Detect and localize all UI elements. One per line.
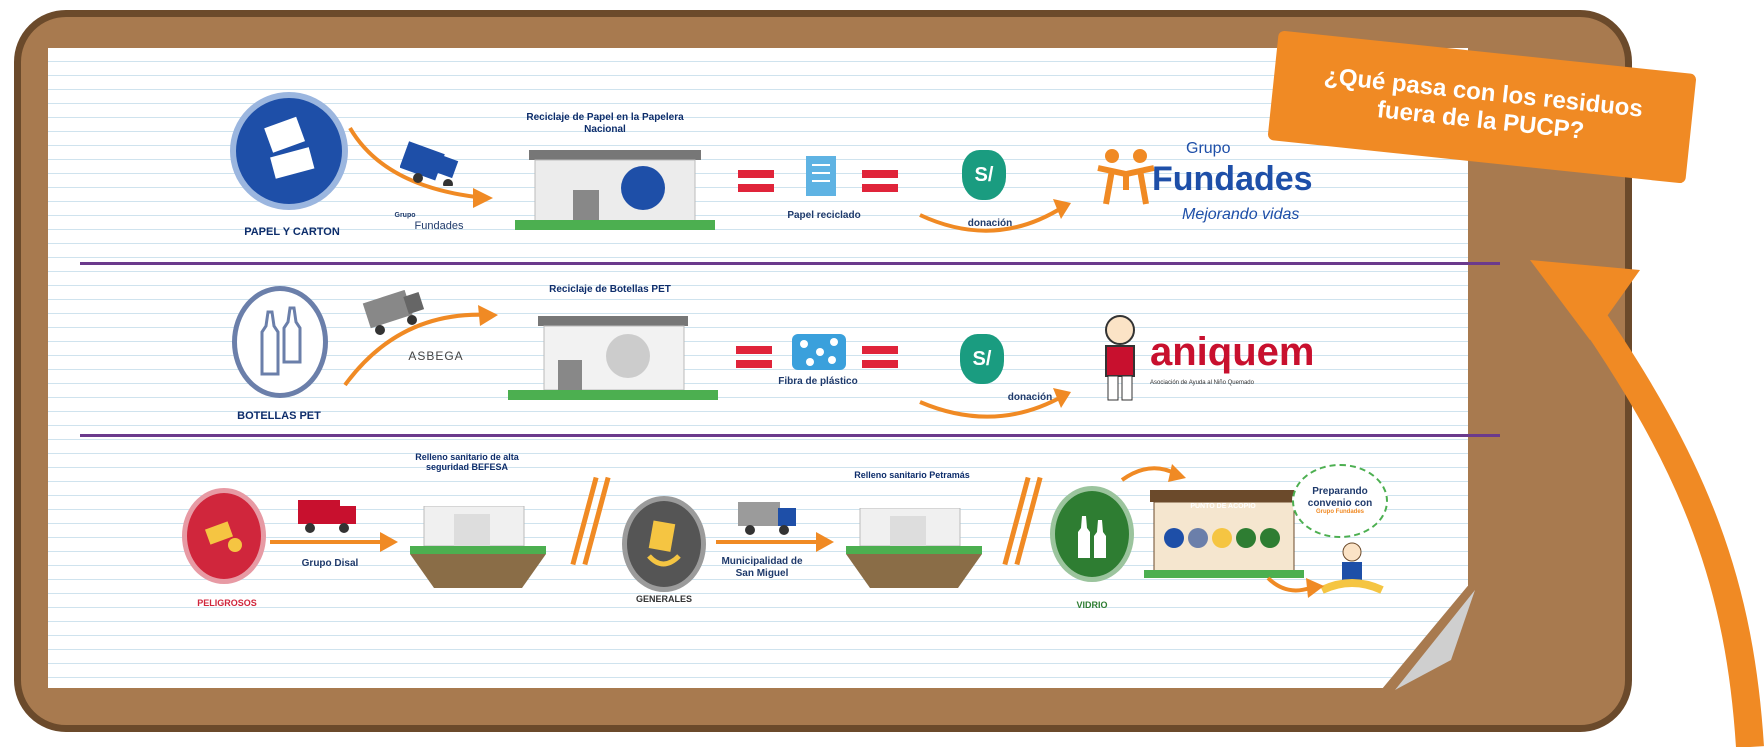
bubble-text: Preparando convenio con [1307, 486, 1373, 509]
carrier-grupo-small: Grupo [394, 212, 416, 219]
category-hazardous-label: PELIGROSOS [197, 598, 257, 608]
fundades-name: Fundades [1152, 160, 1313, 198]
truck-icon [362, 290, 425, 335]
plant-pet-title: Reciclaje de Botellas PET [549, 284, 671, 295]
fundades-logo-icon [1097, 149, 1155, 205]
truck-icon [400, 141, 459, 186]
money-bag-icon: S/ [962, 150, 1006, 200]
equals-sign [862, 346, 898, 370]
arrow-icon [1266, 576, 1324, 598]
plant-paper-title: Reciclaje de Papel en la Papelera Nacion… [526, 112, 684, 135]
plastic-fiber-icon [792, 334, 846, 370]
paper-sheet-icon [806, 156, 836, 196]
paper-carton-icon [230, 92, 348, 210]
carrier-san-miguel-label: Municipalidad de San Miguel [721, 556, 803, 579]
category-paper-label: PAPEL Y CARTON [244, 226, 340, 238]
fundades-grupo: Grupo [1186, 140, 1231, 157]
aniquem-name: aniquem [1150, 330, 1315, 374]
carrier-disal-label: Grupo Disal [301, 558, 359, 569]
meditating-person-icon [1320, 542, 1384, 594]
site-befesa-title: Relleno sanitario de alta seguridad BEFE… [415, 452, 519, 473]
aniquem-mascot-icon [1105, 315, 1135, 401]
category-general-label: GENERALES [635, 594, 692, 604]
arrow-icon [343, 305, 498, 387]
thought-bubble: Preparando convenio con Grupo Fundades [1292, 464, 1388, 538]
carrier-asbega-label: ASBEGA [408, 349, 464, 363]
equals-sign [738, 170, 774, 194]
arrow-icon [348, 126, 493, 208]
fundades-tagline: Mejorando vidas [1182, 206, 1300, 223]
truck-icon [738, 502, 796, 535]
category-pet-label: BOTELLAS PET [237, 410, 321, 422]
donation-label: donación [967, 218, 1013, 229]
site-petramas-title: Relleno sanitario Petramás [854, 470, 970, 480]
landfill-building [410, 506, 546, 588]
pet-bottles-icon [232, 286, 328, 398]
equals-sign [862, 170, 898, 194]
collection-point-building [1144, 490, 1304, 578]
donation-label: donación [1007, 392, 1053, 403]
recycling-plant-building [508, 316, 718, 400]
category-glass-label: VIDRIO [1076, 600, 1108, 610]
aniquem-subtitle: Asociación de Ayuda al Niño Quemado [1150, 380, 1254, 386]
money-bag-icon: S/ [960, 334, 1004, 384]
landfill-building [846, 508, 982, 588]
carrier-fundades-label: Fundades [414, 220, 464, 232]
collection-point-label: PUNTO DE ACOPIO [1190, 503, 1256, 510]
row-divider-1 [80, 262, 1500, 265]
truck-icon [298, 500, 356, 533]
bubble-fundades: Grupo Fundades [1316, 509, 1364, 516]
arrow-icon [919, 388, 1071, 419]
glass-icon [1050, 486, 1134, 582]
arrow-icon [1120, 464, 1186, 482]
equals-sign [736, 346, 772, 370]
recycling-plant-building [515, 150, 715, 230]
arrow-icon [716, 532, 834, 552]
row-divider-2 [80, 434, 1500, 437]
arrow-icon [919, 199, 1071, 233]
general-waste-icon [622, 496, 706, 592]
product-pet-label: Fibra de plástico [778, 376, 858, 387]
arrow-icon [270, 532, 398, 552]
big-curved-arrow-icon [1530, 260, 1764, 747]
hazardous-icon [182, 488, 266, 584]
product-paper-label: Papel reciclado [787, 210, 861, 221]
